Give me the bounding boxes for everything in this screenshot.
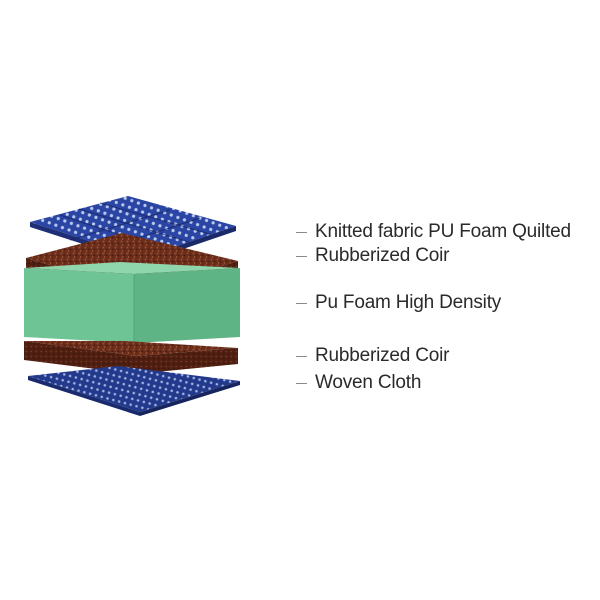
foam-front-face bbox=[24, 268, 134, 343]
leader-dash bbox=[296, 355, 307, 357]
label-woven-cloth: Woven Cloth bbox=[296, 371, 421, 395]
layer-label-text: Woven Cloth bbox=[315, 372, 422, 393]
layer-label-text: Pu Foam High Density bbox=[315, 292, 502, 313]
label-rubberized-coir-lower: Rubberized Coir bbox=[296, 344, 449, 368]
leader-dash bbox=[296, 382, 307, 384]
coir-lower-right bbox=[136, 348, 238, 374]
woven-cloth-face bbox=[28, 366, 240, 412]
layer-rubberized-coir-lower bbox=[24, 341, 238, 374]
leader-dash bbox=[296, 231, 307, 233]
leader-dash bbox=[296, 255, 307, 257]
layer-label-text: Rubberized Coir bbox=[315, 245, 450, 266]
coir-lower-top-face bbox=[24, 341, 238, 356]
layer-label-text: Knitted fabric PU Foam Quilted bbox=[315, 221, 571, 242]
quilted-fabric-top-face bbox=[30, 196, 236, 258]
layer-woven-cloth bbox=[28, 366, 240, 416]
woven-cloth-edge-right bbox=[140, 381, 240, 416]
leader-dash bbox=[296, 302, 307, 304]
label-knitted-fabric: Knitted fabric PU Foam Quilted bbox=[296, 220, 571, 244]
coir-lower-front bbox=[24, 341, 136, 374]
woven-cloth-edge bbox=[28, 376, 140, 416]
label-pu-foam: Pu Foam High Density bbox=[296, 291, 501, 315]
foam-top-face bbox=[24, 262, 240, 274]
layer-pu-foam bbox=[24, 262, 240, 343]
foam-right-face bbox=[134, 268, 240, 343]
layer-label-text: Rubberized Coir bbox=[315, 345, 450, 366]
label-rubberized-coir-upper: Rubberized Coir bbox=[296, 244, 449, 268]
